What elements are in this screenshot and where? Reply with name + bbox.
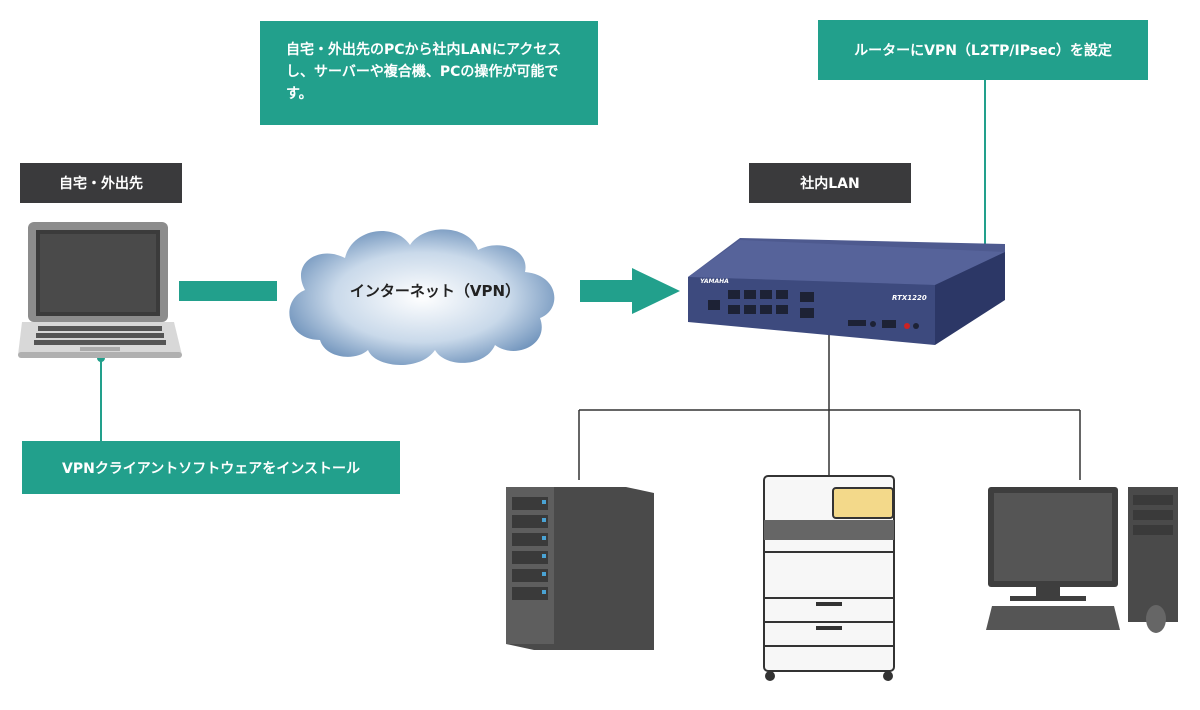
client-software-callout: VPNクライアントソフトウェアをインストール <box>22 441 400 494</box>
router-model-label: RTX1220 <box>892 294 927 302</box>
connection-bar <box>179 281 277 301</box>
arrow-right-icon <box>580 268 680 314</box>
desktop-pc-icon <box>986 487 1178 633</box>
access-callout: 自宅・外出先のPCから社内LANにアクセスし、サーバーや複合機、PCの操作が可能… <box>260 21 598 125</box>
router-brand-label: YAMAHA <box>699 278 730 285</box>
internet-cloud-icon <box>289 229 555 366</box>
printer-icon <box>763 475 895 681</box>
lan-lines <box>578 335 1081 480</box>
home-label: 自宅・外出先 <box>20 163 182 203</box>
router-icon <box>688 238 1005 345</box>
internet-label: インターネット（VPN） <box>349 282 521 300</box>
lan-label: 社内LAN <box>749 163 911 203</box>
laptop-icon <box>18 222 182 358</box>
server-icon <box>506 487 654 650</box>
router-callout: ルーターにVPN（L2TP/IPsec）を設定 <box>818 20 1148 80</box>
